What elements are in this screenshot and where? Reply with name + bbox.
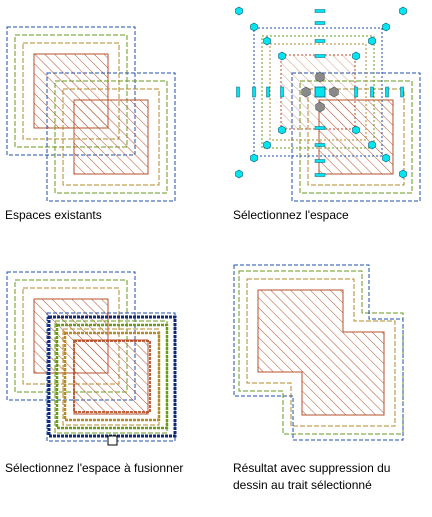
edge-grip-top-4 bbox=[314, 54, 326, 58]
panel1-space-a-inner-boundary bbox=[33, 53, 109, 129]
panel1-space-a-outer-boundary bbox=[6, 26, 136, 156]
corner-grip-7 bbox=[278, 125, 286, 135]
corner-grip-10 bbox=[368, 36, 376, 46]
corner-grip-15 bbox=[235, 169, 243, 179]
corner-grip-12 bbox=[368, 140, 376, 150]
corner-grip-2 bbox=[399, 6, 407, 16]
edge-grip-side-1 bbox=[236, 86, 240, 98]
edge-grip-side-7 bbox=[385, 86, 389, 98]
edge-grip-side-6 bbox=[370, 86, 374, 98]
panel1-space-b-inner-boundary bbox=[73, 99, 149, 175]
corner-grip-1 bbox=[235, 6, 243, 16]
edge-grip-top-2 bbox=[314, 21, 326, 25]
panel3-space-a-green-boundary bbox=[14, 279, 128, 393]
panel2-space-b-inner-boundary bbox=[318, 99, 394, 175]
edge-grip-bottom-2 bbox=[314, 143, 326, 147]
edge-grip-top-3 bbox=[314, 39, 326, 43]
panel3-space-a-tan-boundary bbox=[22, 287, 120, 385]
panel2-space-b-green-boundary bbox=[299, 80, 413, 194]
panel4-merged-hatch bbox=[258, 290, 384, 415]
edge-grip-bottom-1 bbox=[314, 126, 326, 130]
panel4-outer-boundary bbox=[233, 264, 404, 441]
corner-grip-8 bbox=[352, 125, 360, 135]
rotation-grip-2 bbox=[301, 86, 311, 98]
panel1-space-b-hatch bbox=[74, 100, 148, 174]
corner-grip-3 bbox=[250, 22, 258, 32]
panel3-selection-green bbox=[55, 323, 169, 430]
edge-grip-side-4 bbox=[280, 86, 284, 98]
panel3-space-b-hatch bbox=[74, 340, 148, 414]
panel3-space-a-inner-boundary bbox=[33, 298, 109, 374]
panel1-space-a-tan-boundary bbox=[22, 42, 120, 140]
edge-grip-side-2 bbox=[252, 86, 256, 98]
caption-select-space-to-merge: Sélectionnez l'espace à fusionner bbox=[5, 461, 184, 475]
corner-grip-5 bbox=[278, 51, 286, 61]
corner-grip-16 bbox=[399, 169, 407, 179]
panel4-inner-boundary bbox=[257, 289, 385, 416]
edge-grip-side-3 bbox=[266, 86, 270, 98]
caption-existing-spaces: Espaces existants bbox=[5, 208, 102, 222]
panel2-space-a-tan-boundary bbox=[269, 43, 367, 141]
rotation-grip-3 bbox=[329, 86, 339, 98]
corner-grip-14 bbox=[382, 153, 390, 163]
panel1-space-b-outer-boundary bbox=[46, 72, 176, 202]
panel4-tan-boundary bbox=[246, 278, 396, 427]
panel1-space-a-green-boundary bbox=[14, 34, 128, 148]
panel3-selection-inner bbox=[73, 340, 151, 413]
corner-grip-9 bbox=[263, 36, 271, 46]
edge-grip-side-5 bbox=[354, 86, 358, 98]
panel2-space-b-tan-boundary bbox=[307, 88, 405, 186]
panel3-selection-tan bbox=[63, 331, 161, 422]
panel1-space-b-green-boundary bbox=[54, 80, 168, 194]
panel2-space-b-outer-boundary bbox=[291, 72, 421, 202]
edge-grip-bottom-3 bbox=[314, 159, 326, 163]
rotation-grip-4 bbox=[315, 101, 325, 113]
edge-grip-top-1 bbox=[314, 9, 326, 13]
panel3-space-a-outer-boundary bbox=[6, 271, 136, 401]
rotation-grip-1 bbox=[315, 71, 325, 83]
center-location-grip bbox=[314, 86, 326, 98]
panel3-grip-square bbox=[107, 435, 118, 446]
panel1-space-b-tan-boundary bbox=[62, 88, 160, 186]
edge-grip-bottom-4 bbox=[314, 173, 326, 177]
corner-grip-6 bbox=[352, 51, 360, 61]
edge-grip-side-8 bbox=[400, 86, 404, 98]
corner-grip-4 bbox=[382, 22, 390, 32]
panel2-space-a-green-boundary bbox=[261, 35, 375, 149]
corner-grip-11 bbox=[263, 140, 271, 150]
caption-result: Résultat avec suppression du dessin au t… bbox=[233, 461, 391, 492]
caption-select-space: Sélectionnez l'espace bbox=[233, 208, 349, 222]
corner-grip-13 bbox=[250, 153, 258, 163]
